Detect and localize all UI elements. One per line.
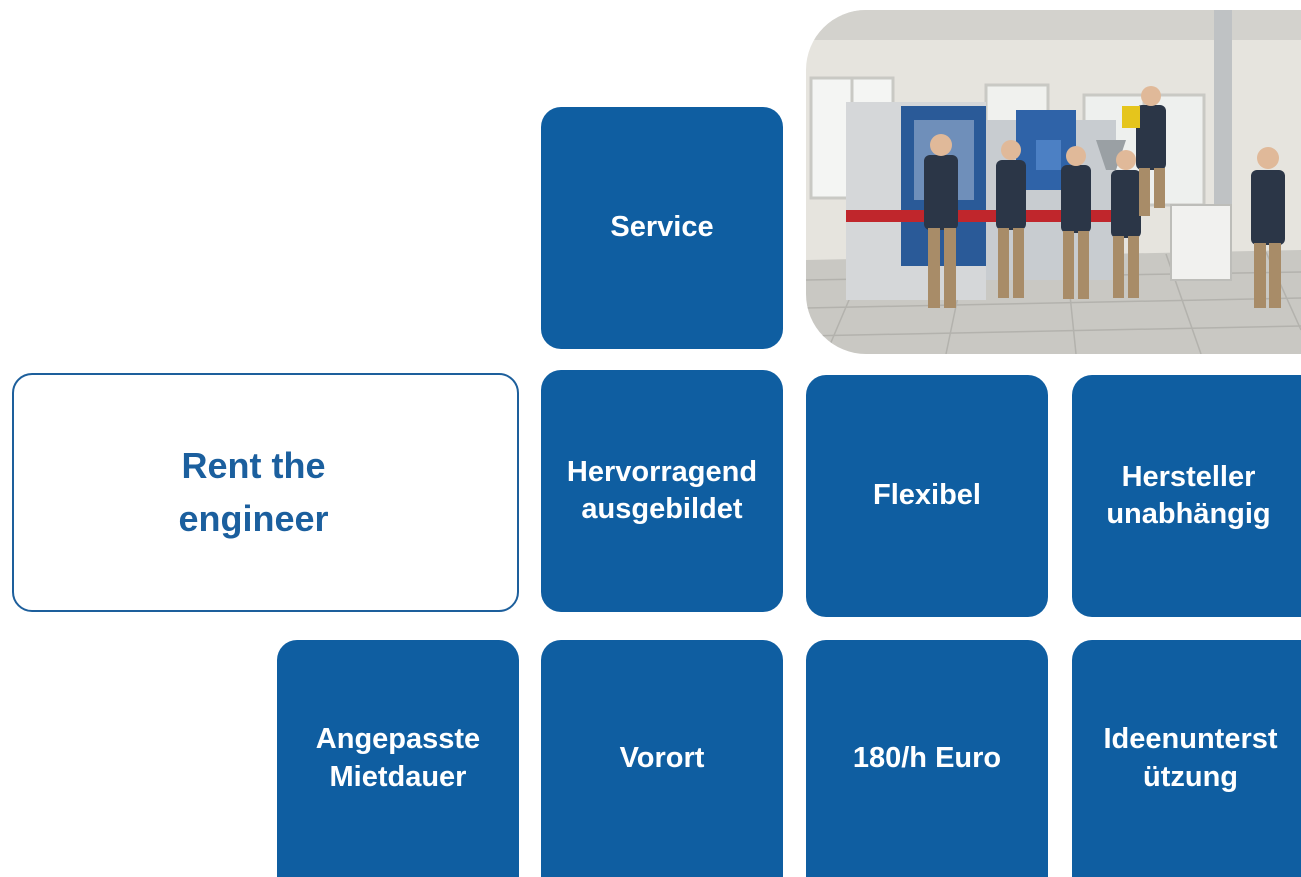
page-title: Rent the engineer — [178, 440, 328, 544]
rent-the-engineer-box: Rent the engineer — [12, 373, 519, 612]
vorort-tile[interactable]: Vorort — [541, 640, 783, 877]
vorort-label: Vorort — [619, 741, 705, 774]
ideenunterstuetzung-label: Ideenunterst ützung — [1103, 723, 1278, 793]
price-label: 180/h Euro — [852, 741, 1002, 774]
hersteller-unabhaengig-tile[interactable]: Hersteller unabhängig — [1072, 375, 1301, 617]
flexibel-label: Flexibel — [873, 479, 981, 512]
page-title-line2: engineer — [178, 497, 329, 539]
engineers-photo — [806, 10, 1301, 354]
price-tile[interactable]: 180/h Euro — [806, 640, 1048, 877]
hervorragend-ausgebildet-tile[interactable]: Hervorragend ausgebildet — [541, 370, 783, 612]
service-tile[interactable]: Service — [541, 107, 783, 349]
ideenunterstuetzung-tile[interactable]: Ideenunterst ützung — [1072, 640, 1301, 877]
hersteller-unabhaengig-label: Hersteller unabhängig — [1106, 460, 1271, 530]
page-title-line1: Rent the — [181, 445, 326, 487]
angepasste-mietdauer-tile[interactable]: Angepasste Mietdauer — [277, 640, 519, 877]
hervorragend-ausgebildet-label: Hervorragend ausgebildet — [566, 455, 758, 525]
service-label: Service — [610, 211, 714, 244]
angepasste-mietdauer-label: Angepasste Mietdauer — [315, 723, 481, 793]
flexibel-tile[interactable]: Flexibel — [806, 375, 1048, 617]
